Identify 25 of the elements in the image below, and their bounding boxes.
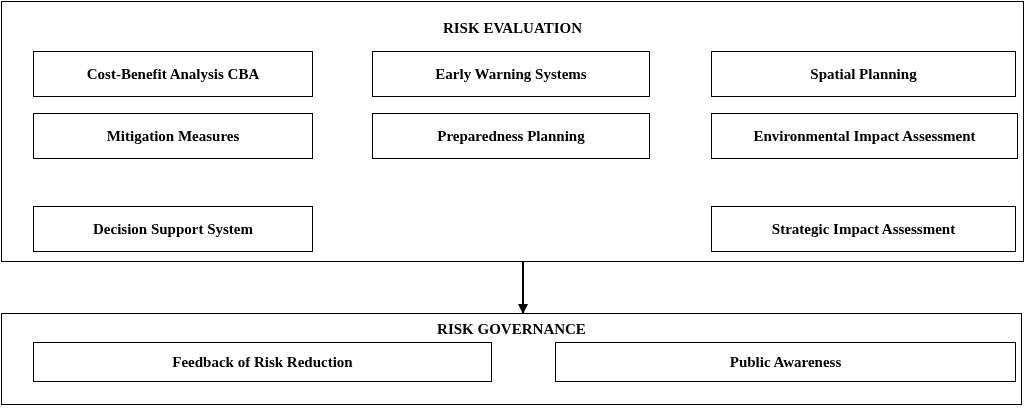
box-label: Feedback of Risk Reduction — [172, 353, 353, 371]
process-box — [555, 342, 1016, 382]
box-label: Mitigation Measures — [106, 127, 240, 145]
process-box — [711, 206, 1016, 252]
process-box — [33, 342, 492, 382]
process-box — [33, 206, 313, 252]
process-box — [711, 113, 1018, 159]
process-box — [33, 51, 313, 97]
process-box — [372, 51, 650, 97]
box-label: Spatial Planning — [810, 65, 917, 83]
arrow — [518, 261, 528, 314]
box-label: Cost-Benefit Analysis CBA — [86, 65, 260, 83]
group-panel — [1, 313, 1022, 405]
process-box — [33, 113, 313, 159]
box-label: Early Warning Systems — [435, 65, 587, 83]
box-label: Decision Support System — [93, 220, 253, 238]
box-label: Strategic Impact Assessment — [771, 220, 956, 238]
box-label: Preparedness Planning — [437, 127, 585, 145]
process-box — [711, 51, 1016, 97]
process-box — [372, 113, 650, 159]
panel-title: RISK EVALUATION — [442, 20, 583, 37]
panel-title: RISK GOVERNANCE — [437, 321, 586, 338]
box-label: Environmental Impact Assessment — [753, 127, 976, 145]
box-label: Public Awareness — [729, 353, 842, 371]
group-panel — [1, 1, 1024, 262]
